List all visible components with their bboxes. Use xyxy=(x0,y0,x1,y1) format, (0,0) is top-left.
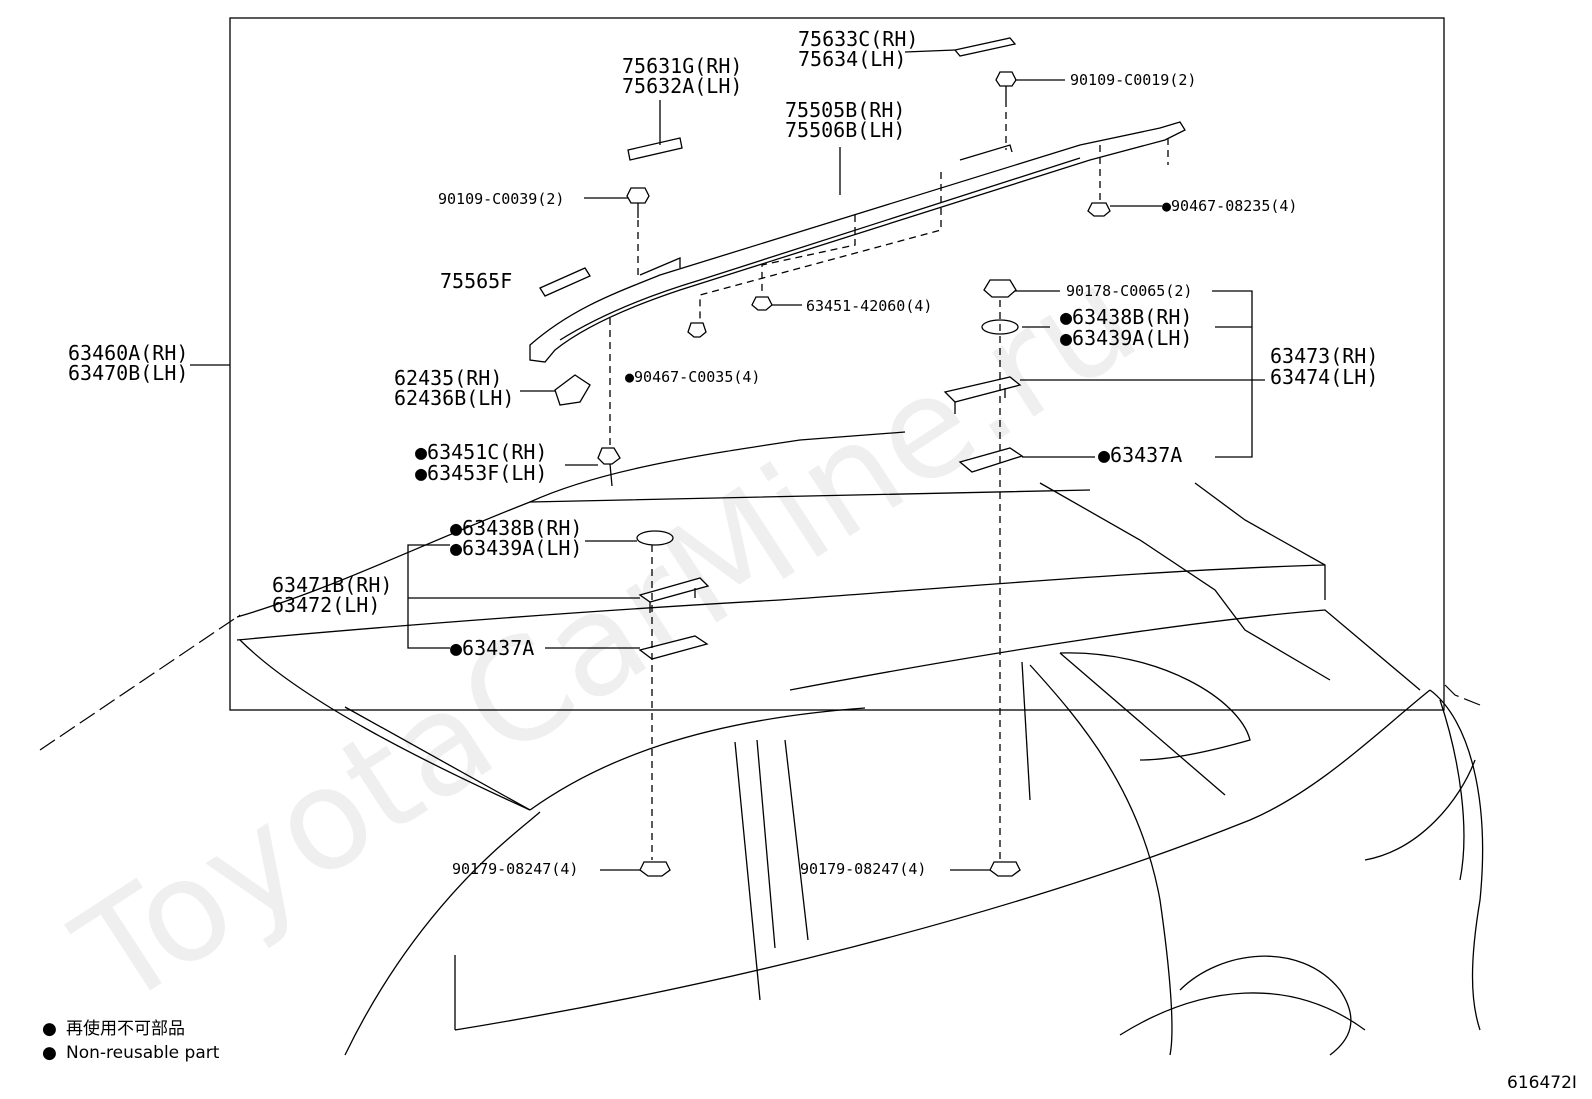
clip-90467-c0035 xyxy=(687,322,707,338)
nut-90178-c0065 xyxy=(983,279,1017,298)
bolt-90109-c0039 xyxy=(626,187,650,218)
label-75631g: 75631G(RH) xyxy=(622,54,742,78)
label-90467-c0035: ●90467-C0035(4) xyxy=(625,368,760,386)
label-63453f: ●63453F(LH) xyxy=(415,461,547,485)
label-63437a-lower: ●63437A xyxy=(450,636,534,660)
label-63473: 63473(RH) xyxy=(1270,344,1378,368)
label-63438b-upper: ●63438B(RH) xyxy=(1060,305,1192,329)
assembly-frame xyxy=(229,17,1445,711)
nut-63451-42060 xyxy=(751,296,773,311)
label-63439a-upper: ●63439A(LH) xyxy=(1060,326,1192,350)
cover-75631 xyxy=(627,137,683,161)
label-75506b: 75506B(LH) xyxy=(785,118,905,142)
cap-62435 xyxy=(554,374,591,406)
diagram-id: 616472I xyxy=(1507,1073,1577,1093)
nut-90179-right xyxy=(989,861,1021,877)
bolt-90109-c0019 xyxy=(995,71,1017,100)
gasket-63437a-upper xyxy=(958,447,1024,473)
cover-75633 xyxy=(953,37,1017,57)
legend-text-en: Non-reusable part xyxy=(66,1043,220,1063)
label-63437a-upper: ●63437A xyxy=(1098,443,1182,467)
leader-lines xyxy=(190,49,1265,871)
label-63470b: 63470B(LH) xyxy=(68,361,188,385)
label-75632a: 75632A(LH) xyxy=(622,74,742,98)
label-63438b-lower: ●63438B(RH) xyxy=(450,516,582,540)
label-63460a: 63460A(RH) xyxy=(68,341,188,365)
roof-rail xyxy=(529,121,1186,363)
label-63472: 63472(LH) xyxy=(272,593,380,617)
legend-text-jp: 再使用不可部品 xyxy=(66,1018,185,1039)
nut-90467-08235 xyxy=(1087,202,1111,217)
label-90109-c0019: 90109-C0019(2) xyxy=(1070,71,1196,89)
part-labels: 75633C(RH) 75634(LH) 75631G(RH) 75632A(L… xyxy=(68,27,1378,878)
cover-75565f xyxy=(539,267,591,297)
label-90467-08235: ●90467-08235(4) xyxy=(1162,197,1297,215)
clip-63451c xyxy=(597,447,621,487)
rear-leg-part xyxy=(943,376,1022,414)
label-90109-c0039: 90109-C0039(2) xyxy=(438,190,564,208)
nut-90179-left xyxy=(639,861,671,877)
label-63451-42060: 63451-42060(4) xyxy=(806,297,932,315)
label-62436b: 62436B(LH) xyxy=(394,386,514,410)
label-75634: 75634(LH) xyxy=(798,47,906,71)
label-63451c: ●63451C(RH) xyxy=(415,440,547,464)
watermark: ToyotaCarMine.ru xyxy=(49,236,1164,1039)
label-63474: 63474(LH) xyxy=(1270,365,1378,389)
gasket-63437a-lower xyxy=(638,635,709,660)
front-leg-part xyxy=(638,577,710,613)
label-90178-c0065: 90178-C0065(2) xyxy=(1066,282,1192,300)
label-75633c: 75633C(RH) xyxy=(798,27,918,51)
legend-marker-jp: ● xyxy=(42,1019,57,1039)
label-63439a-lower: ●63439A(LH) xyxy=(450,536,582,560)
legend: ● 再使用不可部品 ● Non-reusable part xyxy=(42,1018,220,1063)
label-62435: 62435(RH) xyxy=(394,366,502,390)
label-75565f: 75565F xyxy=(440,269,512,293)
vehicle-body-outline xyxy=(39,431,1484,1056)
label-90179-right: 90179-08247(4) xyxy=(800,860,926,878)
legend-marker-en: ● xyxy=(42,1043,57,1063)
assembly-dashes xyxy=(609,100,1169,860)
label-75505b: 75505B(RH) xyxy=(785,98,905,122)
label-63471b: 63471B(RH) xyxy=(272,573,392,597)
label-90179-left: 90179-08247(4) xyxy=(452,860,578,878)
washer-63438-lower xyxy=(636,530,674,546)
